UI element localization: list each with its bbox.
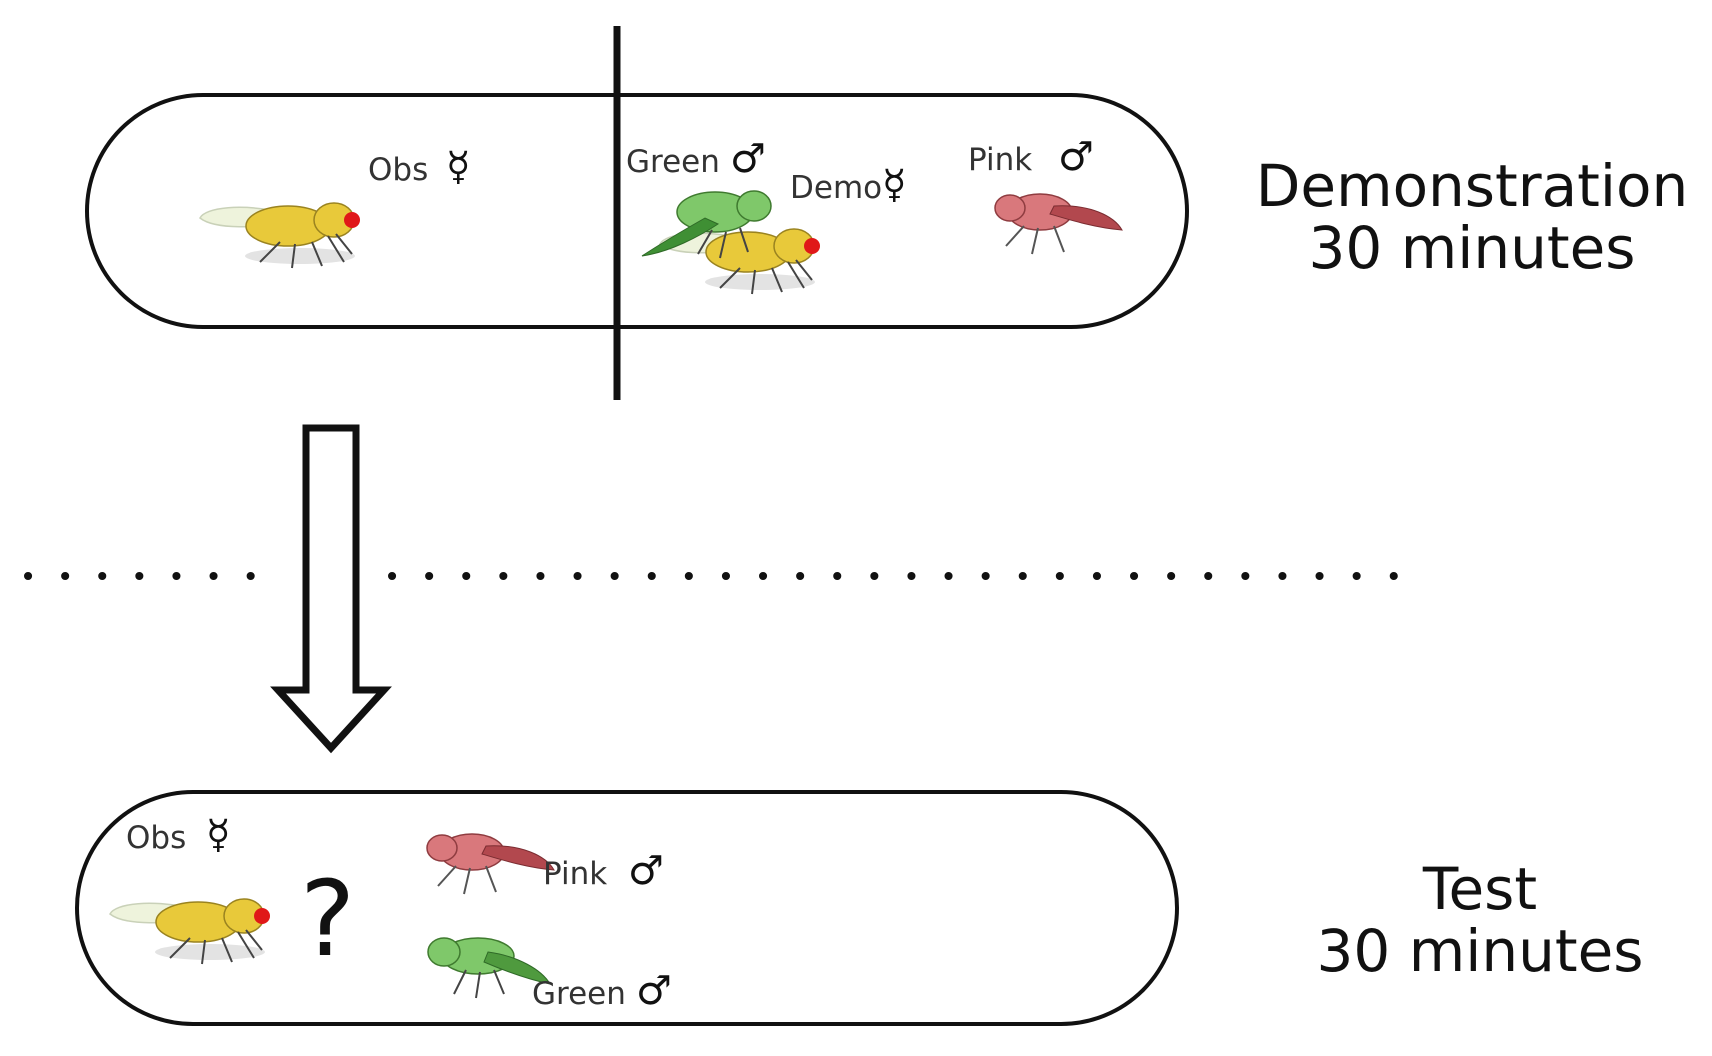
pink-label-bottom: Pink [543,856,607,892]
male-symbol-pink-top: ♂ [1058,134,1094,180]
test-title: Test [1422,855,1538,923]
pink-male-fly-top [994,193,1123,255]
observer-fly-bottom [109,898,271,965]
down-arrow [270,424,392,754]
male-symbol-green-top: ♂ [730,136,766,182]
demonstration-duration: 30 minutes [1308,214,1636,282]
demonstration-chamber [85,93,1189,329]
observer-fly-top [199,202,361,269]
female-symbol-demo: ☿ [882,162,907,208]
test-phase-label: Test 30 minutes [1300,858,1660,982]
female-symbol-obs-top: ☿ [446,144,471,190]
green-label-bottom: Green [532,976,626,1012]
demonstration-phase-label: Demonstration 30 minutes [1232,155,1712,279]
pink-male-fly-bottom [426,833,555,895]
test-duration: 30 minutes [1316,917,1644,985]
male-symbol-pink-bottom: ♂ [628,848,664,894]
male-symbol-green-bottom: ♂ [636,968,672,1014]
demonstration-title: Demonstration [1255,152,1689,220]
test-chamber [75,790,1179,1026]
female-symbol-obs-bottom: ☿ [206,812,231,858]
obs-label-bottom: Obs [126,820,186,856]
demo-label: Demo [790,170,882,206]
obs-label-top: Obs [368,152,428,188]
green-label-top: Green [626,144,720,180]
choice-question-mark: ? [300,858,355,980]
pink-label-top: Pink [968,142,1032,178]
